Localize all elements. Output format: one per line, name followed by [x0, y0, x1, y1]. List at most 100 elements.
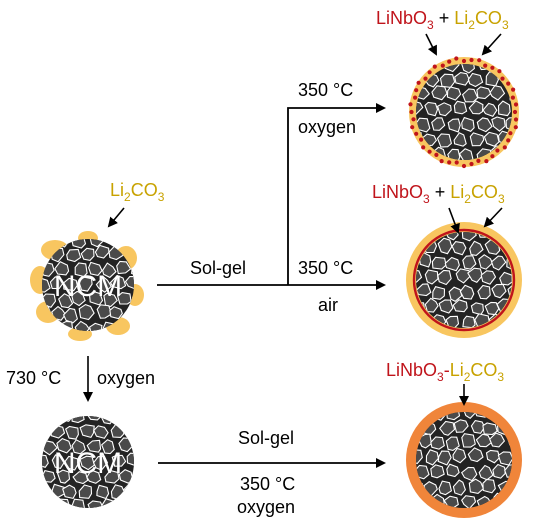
grain — [70, 239, 87, 249]
grain — [416, 232, 418, 241]
grain — [21, 309, 34, 322]
grain — [394, 103, 408, 115]
grain — [19, 394, 32, 408]
oxygen-arrow — [287, 103, 386, 285]
oxygen-temperature: 350 °C — [298, 80, 353, 100]
grain — [468, 478, 485, 494]
grain — [500, 329, 512, 342]
grain — [393, 423, 406, 436]
linbo3-dot — [513, 117, 519, 122]
grain — [133, 416, 134, 423]
grain — [149, 264, 162, 276]
grain — [425, 211, 439, 225]
grain — [483, 131, 500, 147]
li2co3-start-label: Li2CO3 — [107, 180, 165, 228]
grain — [424, 44, 438, 57]
grain — [431, 256, 447, 270]
grain — [51, 483, 67, 498]
linbo3-dot — [461, 58, 467, 64]
grain — [401, 404, 416, 418]
grain — [522, 496, 535, 509]
grain — [499, 388, 511, 401]
grain — [431, 117, 446, 131]
linbo3-dot — [483, 63, 488, 68]
grain — [52, 338, 66, 350]
grain — [484, 211, 497, 225]
grain — [94, 244, 110, 259]
grain — [461, 88, 479, 103]
grain — [482, 478, 496, 494]
grain — [71, 416, 85, 424]
linbo3-dot — [461, 163, 467, 169]
linbo3-layer — [412, 228, 516, 332]
air-atmosphere: air — [318, 295, 338, 315]
grain — [500, 208, 514, 223]
grain — [490, 255, 507, 271]
linbo3-dot — [500, 76, 505, 81]
grain — [149, 408, 161, 421]
grain — [412, 211, 426, 223]
grain — [424, 164, 437, 178]
grain — [147, 501, 161, 514]
grain — [476, 86, 492, 100]
grain — [138, 396, 152, 410]
grain — [35, 217, 48, 230]
pointer-arrow — [425, 33, 437, 56]
grain — [74, 320, 90, 331]
linbo3-dot — [513, 102, 519, 107]
grain — [20, 516, 34, 529]
grain — [423, 331, 436, 345]
linbo3-dot — [408, 102, 413, 107]
grain — [52, 393, 64, 406]
grain — [20, 455, 34, 468]
grain — [506, 315, 512, 328]
grain — [408, 162, 421, 175]
grain — [460, 466, 478, 482]
grain — [522, 88, 534, 101]
grain — [108, 516, 121, 529]
grain — [109, 274, 127, 290]
air-temperature: 350 °C — [298, 258, 353, 278]
grain — [439, 392, 452, 406]
grain — [461, 495, 477, 508]
linbo3-dot — [434, 152, 439, 157]
grain — [448, 286, 463, 302]
grain — [437, 237, 453, 255]
grain — [396, 301, 410, 315]
grain — [117, 416, 134, 423]
grain — [482, 422, 498, 436]
grain — [19, 336, 32, 349]
grain — [395, 270, 408, 283]
grain — [469, 43, 482, 56]
grain — [480, 270, 497, 285]
grain — [116, 239, 132, 248]
grain — [21, 217, 34, 231]
linbo3-dot — [506, 81, 511, 86]
bottom-atmosphere: oxygen — [237, 497, 295, 517]
product-oxygen-formula: LiNbO3 + Li2CO3 — [376, 8, 509, 32]
grain — [141, 278, 154, 290]
linbo3-dot — [477, 58, 482, 63]
grain — [50, 512, 64, 525]
grain — [101, 439, 115, 455]
grain — [71, 498, 86, 508]
grain — [88, 322, 103, 331]
grain — [42, 497, 59, 508]
linbo3-dot — [506, 138, 511, 143]
grain — [497, 100, 511, 117]
grain — [51, 454, 65, 470]
grain — [451, 241, 467, 256]
grain — [452, 299, 468, 313]
grain — [452, 479, 467, 496]
grain — [460, 64, 475, 74]
grain — [416, 316, 419, 328]
grain — [42, 422, 49, 438]
grain — [42, 416, 56, 423]
grain — [462, 255, 477, 270]
product-air-formula: LiNbO3 + Li2CO3 — [372, 182, 505, 206]
linbo3-dot — [484, 159, 489, 164]
sol-gel-label: Sol-gel — [190, 258, 246, 278]
grain — [491, 116, 506, 132]
bottom-start-particle: NCM — [19, 393, 161, 529]
grain — [470, 302, 484, 316]
